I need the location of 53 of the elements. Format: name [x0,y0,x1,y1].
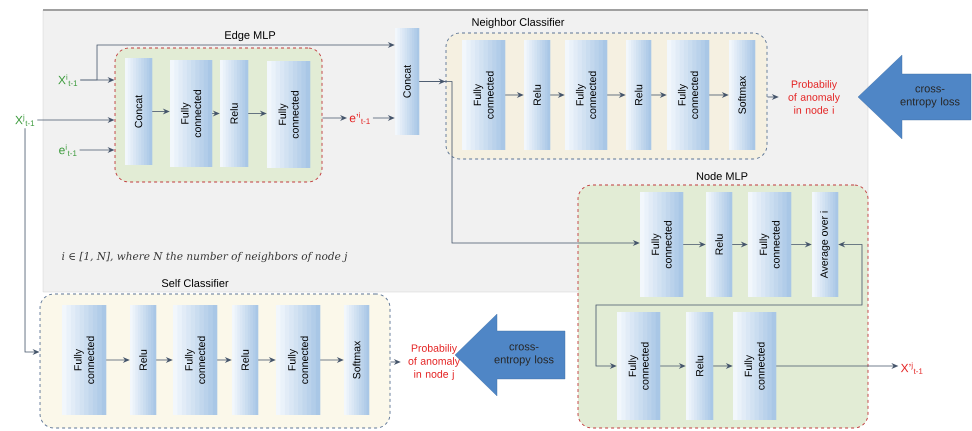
signal-label: X$^{i}$t-1 [58,74,78,86]
node-label: Fully connected [184,336,206,384]
layer-block: Relu [232,305,258,415]
layer-block: Fully connected [62,305,106,415]
node-label: Average over i [820,211,830,278]
layer-block: Fully connected [170,60,212,167]
node-label: Relu [241,350,249,370]
layer-block: Softmax [729,40,756,150]
layer-block: Relu [686,312,714,420]
node-label: Concat [134,94,142,128]
node-label: Fully connected [180,90,202,138]
layer-block: Relu [220,60,248,167]
layer-block: Fully connected [565,40,608,150]
layer-block: Fully connected [276,305,320,415]
node-label: Node MLP [696,172,748,180]
layer-block: Fully connected [267,61,310,168]
node-label: Fully connected [576,71,596,119]
layer-block: Fully connected [667,40,710,150]
layer-block: Relu [524,40,550,150]
node-label: Concat [403,64,411,98]
note-text: i ∈ [1, N], where N the number of neighbors of node j [62,252,348,262]
layer-block: Relu [130,305,156,415]
node-label: connected [664,220,672,268]
node-label: Self Classifier [162,278,228,288]
node-label: Fully connected [74,336,94,384]
node-label: Fully connected [278,90,299,138]
layer-block: Average over i [812,192,838,297]
concat-block: Concat [395,28,420,135]
layer-block: Relu [706,192,732,297]
node-label: Relu [696,356,704,376]
layer-block: Fully connected [173,305,218,415]
signal-label: X$^{j}$t-1 [15,114,34,126]
signal-label: Probabiliy of anomaly in node i [788,80,840,114]
layer-block: Relu [626,40,652,150]
layer-block: Softmax [344,305,370,415]
layer-block: Fully connected [733,312,776,420]
node-label: Fully connected [744,342,765,390]
signal-label: X’$^{j}$t-1 [900,362,922,374]
node-label: Fully connected [473,71,494,119]
node-label: connected [690,71,698,119]
node-label: Neighbor Classifier [472,18,564,28]
signal-label: e$^{i}$t-1 [59,144,77,156]
layer-block: Fully connected [462,40,506,150]
node-label: connected [772,220,780,268]
signal-label: e’$^{i}$t-1 [350,112,370,124]
node-label: Edge MLP [225,30,276,42]
node-label: connected [640,342,649,390]
node-label: Softmax [352,340,360,379]
layer-block: Fully connected [617,312,660,420]
node-label: connected [300,336,308,384]
layer-block: Fully connected [640,192,684,297]
layer-block: Concat [125,58,152,165]
layer-block: Fully connected [748,192,792,297]
